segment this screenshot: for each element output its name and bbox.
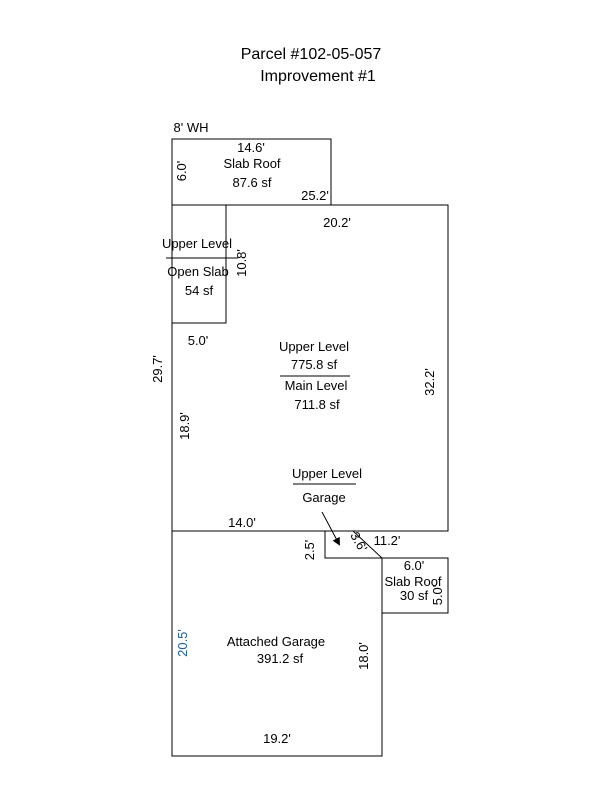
dim-20-2: 20.2' bbox=[323, 215, 351, 230]
slab-roof-right-area: 30 sf bbox=[400, 588, 429, 603]
parcel-title: Parcel #102-05-057 bbox=[241, 46, 382, 63]
main-upper-area: 775.8 sf bbox=[291, 357, 338, 372]
slab-roof-top-area: 87.6 sf bbox=[232, 175, 271, 190]
main-level-outline bbox=[171, 204, 449, 532]
dim-5-0-right: 5.0' bbox=[430, 585, 445, 606]
open-slab-area: 54 sf bbox=[185, 283, 214, 298]
dim-18-9: 18.9' bbox=[177, 412, 192, 440]
open-slab-outline bbox=[171, 204, 227, 324]
slab-roof-top-name: Slab Roof bbox=[223, 156, 280, 171]
dim-25-2: 25.2' bbox=[301, 188, 329, 203]
improvement-title: Improvement #1 bbox=[260, 68, 376, 85]
garage-diagonal-wall bbox=[352, 530, 383, 559]
dim-3-6: 3.6' bbox=[347, 529, 370, 554]
slab-roof-right-name: Slab Roof bbox=[384, 574, 441, 589]
dim-5-0-left: 5.0' bbox=[188, 333, 209, 348]
main-level-name: Main Level bbox=[285, 378, 348, 393]
dim-20-5: 20.5' bbox=[175, 629, 190, 657]
dim-10-8: 10.8' bbox=[234, 249, 249, 277]
dim-32-2: 32.2' bbox=[422, 368, 437, 396]
dim-2-5: 2.5' bbox=[302, 540, 317, 561]
main-level-area: 711.8 sf bbox=[294, 397, 340, 412]
garage-arrow bbox=[321, 511, 340, 546]
garage-upper-label: Upper Level bbox=[292, 466, 362, 481]
dim-29-7: 29.7' bbox=[150, 355, 165, 383]
garage-upper-name: Garage bbox=[302, 490, 345, 505]
attached-garage-name: Attached Garage bbox=[227, 634, 325, 649]
wall-height-label: 8' WH bbox=[174, 120, 209, 135]
dim-11-2: 11.2' bbox=[374, 533, 401, 548]
garage-notch-outline bbox=[324, 531, 382, 559]
dim-6-0-right: 6.0' bbox=[404, 558, 425, 573]
attached-garage-area: 391.2 sf bbox=[257, 651, 304, 666]
dim-6-0-left: 6.0' bbox=[174, 161, 189, 182]
open-slab-name: Open Slab bbox=[167, 264, 228, 279]
main-upper-label: Upper Level bbox=[279, 339, 349, 354]
dim-19-2: 19.2' bbox=[263, 731, 291, 746]
slab-roof-right-outline bbox=[381, 557, 449, 614]
dim-18-0: 18.0' bbox=[356, 642, 371, 670]
open-slab-upper-label: Upper Level bbox=[162, 236, 232, 251]
dim-14-6: 14.6' bbox=[237, 140, 265, 155]
dim-14-0: 14.0' bbox=[228, 515, 256, 530]
